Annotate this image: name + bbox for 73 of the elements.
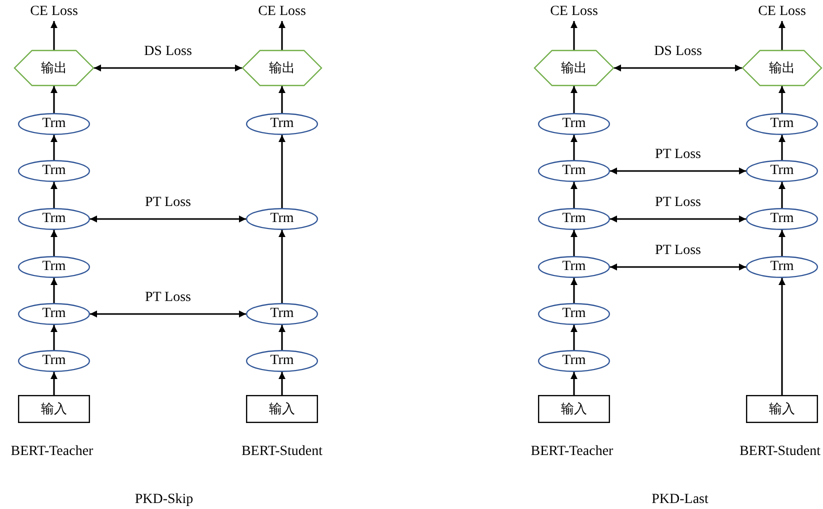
transformer-ellipse: Trm [538,350,610,372]
output-hexagon: 输出 [742,50,822,86]
arrow [570,135,578,160]
input-box: 输入 [746,395,818,423]
loss-label: CE Loss [751,3,813,21]
arrow [50,278,58,303]
arrow [278,135,286,208]
output-hexagon: 输出 [14,50,94,86]
model-label: BERT-Teacher [10,444,94,460]
model-label: BERT-Teacher [530,444,614,460]
transformer-ellipse: Trm [746,113,818,135]
transformer-ellipse: Trm [746,208,818,230]
arrow [610,216,746,222]
arrow [570,372,578,395]
arrow [614,64,742,72]
panel-title: PKD-Skip [134,492,194,508]
arrow [610,264,746,270]
arrow [778,182,786,208]
arrow [570,21,578,50]
input-box: 输入 [246,395,318,423]
arrow [50,182,58,208]
transformer-ellipse: Trm [18,256,90,278]
loss-label: CE Loss [543,3,605,21]
transformer-ellipse: Trm [18,113,90,135]
panel-title: PKD-Last [652,492,708,508]
arrow [278,325,286,350]
transformer-ellipse: Trm [246,208,318,230]
transformer-ellipse: Trm [246,113,318,135]
arrow [778,278,786,395]
output-hexagon: 输出 [242,50,322,86]
arrow [90,310,246,318]
arrow [50,135,58,160]
transformer-ellipse: Trm [246,303,318,325]
arrow [570,86,578,113]
transformer-ellipse: Trm [538,113,610,135]
transformer-ellipse: Trm [18,350,90,372]
arrow [90,216,246,222]
arrow [778,230,786,256]
arrow [50,21,58,50]
arrow [278,230,286,303]
transformer-ellipse: Trm [538,256,610,278]
arrow [50,325,58,350]
transformer-ellipse: Trm [538,160,610,182]
model-label: BERT-Student [241,444,323,460]
transformer-ellipse: Trm [538,303,610,325]
arrow [570,182,578,208]
output-hexagon: 输出 [534,50,614,86]
arrow [50,230,58,256]
arrow [278,372,286,395]
arrow [278,86,286,113]
transformer-ellipse: Trm [246,350,318,372]
arrow [778,86,786,113]
transformer-ellipse: Trm [18,208,90,230]
transformer-ellipse: Trm [538,208,610,230]
input-box: 输入 [538,395,610,423]
arrow [94,64,242,72]
arrow [570,278,578,303]
arrow [50,86,58,113]
arrow [778,21,786,50]
loss-label: CE Loss [23,3,85,21]
loss-label: CE Loss [251,3,313,21]
arrow [50,372,58,395]
transformer-ellipse: Trm [18,160,90,182]
model-label: BERT-Student [739,444,821,460]
arrow [570,325,578,350]
input-box: 输入 [18,395,90,423]
arrow [570,230,578,256]
arrow [778,135,786,160]
transformer-ellipse: Trm [18,303,90,325]
transformer-ellipse: Trm [746,256,818,278]
arrow [610,168,746,174]
transformer-ellipse: Trm [746,160,818,182]
arrow [278,21,286,50]
